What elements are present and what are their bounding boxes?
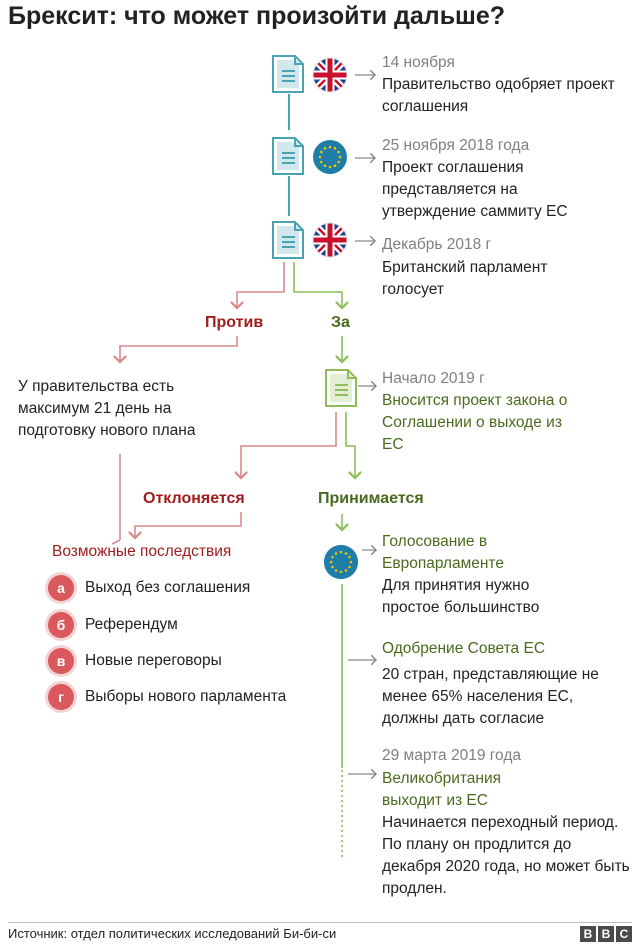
document-icon — [272, 137, 304, 175]
eu-council-title: Одобрение Совета ЕС — [382, 640, 546, 657]
eu-flag-icon — [323, 544, 359, 580]
uk-flag-icon — [312, 57, 348, 93]
eu-parliament-text: Для принятия нужно простое большинство — [382, 577, 540, 616]
step-text: Вносится проект закона о Соглашении о вы… — [382, 392, 568, 453]
branch-for-label: За — [331, 314, 350, 331]
accepted-connector — [345, 412, 355, 478]
final-text: Начинается переходный период. По плану о… — [382, 814, 630, 897]
step-date: 29 марта 2019 года — [382, 747, 522, 764]
consequences-title: Возможные последствия — [52, 543, 232, 560]
badge: а — [48, 575, 74, 601]
document-icon — [325, 369, 357, 407]
step-date: Начало 2019 г — [382, 370, 485, 387]
step-text: Правительство одобряет проект соглашения — [382, 76, 615, 115]
document-icon — [272, 55, 304, 93]
consequence-item: а Выход без соглашения — [48, 574, 250, 602]
consequence-item: г Выборы нового парламента — [48, 683, 286, 711]
eu-flag-icon — [313, 140, 347, 174]
against-text: У правительства есть максимум 21 день на… — [18, 378, 196, 439]
eu-parliament-title: Голосование в Европарламенте — [382, 533, 504, 572]
for-connector — [293, 262, 342, 308]
document-icon — [272, 221, 304, 259]
step-date: 25 ноября 2018 года — [382, 137, 530, 154]
badge: б — [48, 612, 74, 638]
eu-council-text: 20 стран, представляющие не менее 65% на… — [382, 666, 599, 727]
consequence-label: Выборы нового парламента — [85, 688, 287, 705]
badge: г — [48, 684, 74, 710]
logo-letter: B — [598, 926, 614, 942]
branch-against-label: Против — [205, 314, 264, 331]
branch-rejected-label: Отклоняется — [143, 490, 245, 507]
uk-flag-icon — [312, 222, 348, 258]
consequence-label: Новые переговоры — [85, 652, 222, 669]
consequence-label: Референдум — [85, 616, 178, 633]
logo-letter: C — [616, 926, 632, 942]
logo-letter: B — [580, 926, 596, 942]
footer-divider — [8, 922, 632, 923]
page-title: Брексит: что может произойти дальше? — [8, 2, 506, 30]
rejected-connector — [241, 412, 337, 478]
consequence-item: б Референдум — [48, 611, 178, 639]
step-date: Декабрь 2018 г — [382, 236, 492, 253]
badge: в — [48, 648, 74, 674]
consequence-label: Выход без соглашения — [85, 579, 251, 596]
branch-accepted-label: Принимается — [318, 490, 424, 507]
step-date: 14 ноября — [382, 54, 455, 71]
final-title: Великобритания выходит из ЕС — [382, 770, 502, 809]
source-note: Источник: отдел политических исследовани… — [8, 926, 337, 941]
step-text: Проект соглашения представляется на утве… — [382, 159, 568, 220]
against-connector — [237, 262, 285, 308]
consequence-item: в Новые переговоры — [48, 647, 222, 675]
step-text: Британский парламент голосует — [382, 259, 548, 298]
bbc-logo: B B C — [580, 926, 632, 942]
